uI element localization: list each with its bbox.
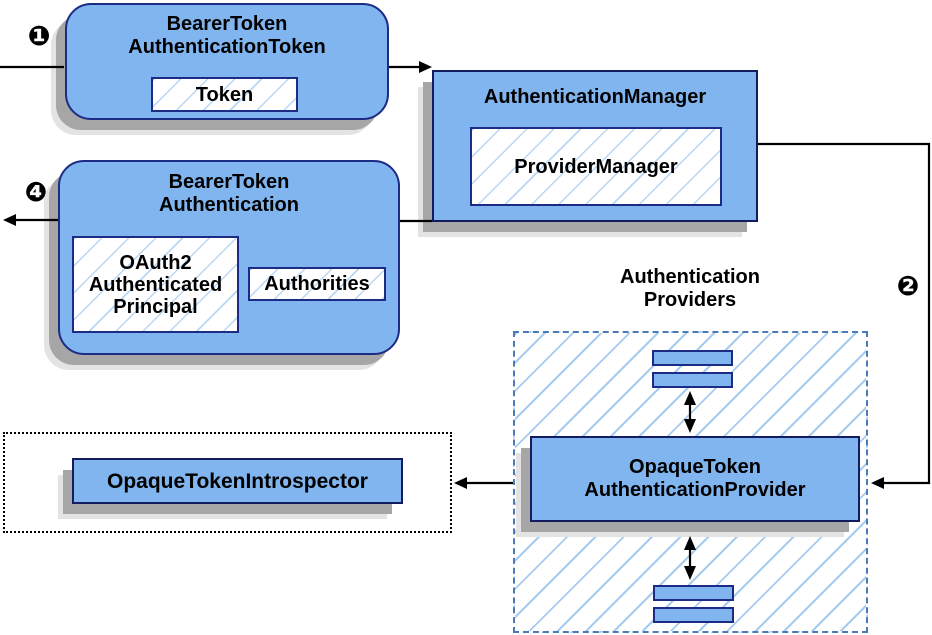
step-2-marker: ❷ — [896, 271, 920, 301]
node-bearer-token-authentication: BearerToken Authentication OAuth2 Authen… — [58, 160, 400, 355]
authentication-providers-container: OpaqueToken AuthenticationProvider — [513, 331, 868, 633]
node-authentication-manager-title: AuthenticationManager — [483, 86, 707, 108]
opaque-token-authentication-provider-box: OpaqueToken AuthenticationProvider — [530, 436, 860, 522]
opaque-token-introspector-box: OpaqueTokenIntrospector — [72, 458, 403, 504]
authorities-box: Authorities — [248, 267, 386, 301]
arrowhead-to-provider — [871, 477, 884, 489]
node-bearer-token-authentication-title: BearerToken Authentication — [159, 171, 299, 216]
arrowhead-to-introspector — [454, 477, 467, 489]
provider-stack-bar — [653, 585, 734, 601]
introspector-container: OpaqueTokenIntrospector — [3, 432, 452, 533]
token-box: Token — [151, 77, 298, 112]
node-bearer-token-authentication-token-title: BearerToken AuthenticationToken — [128, 13, 326, 58]
node-bearer-token-authentication-token: BearerToken AuthenticationToken Token — [65, 3, 389, 120]
oauth2-authenticated-principal-box: OAuth2 Authenticated Principal — [72, 236, 239, 333]
authentication-providers-heading: Authentication Providers — [620, 266, 760, 311]
arrowhead-outgoing-step4 — [3, 214, 16, 226]
provider-stack-bar — [653, 607, 734, 623]
provider-manager-box: ProviderManager — [470, 127, 722, 206]
arrowhead-to-authentication-manager — [419, 61, 432, 73]
step-4-marker: ❹ — [24, 177, 48, 207]
step-1-marker: ❶ — [27, 21, 51, 51]
provider-stack-bar — [652, 350, 733, 366]
provider-stack-bar — [652, 372, 733, 388]
node-authentication-manager: AuthenticationManager ProviderManager — [432, 70, 758, 222]
